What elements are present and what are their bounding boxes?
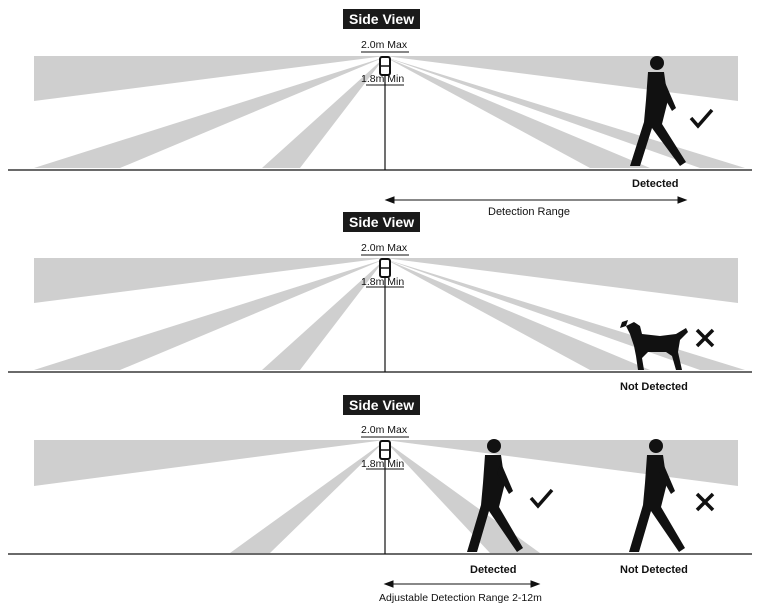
panel-title: Side View [343, 395, 421, 415]
walking-person-icon [630, 56, 686, 166]
sensor-icon [379, 440, 391, 460]
range-label: Adjustable Detection Range 2-12m [379, 592, 542, 604]
status-label: Not Detected [620, 381, 688, 393]
status-label: Detected [470, 564, 517, 576]
panel-title: Side View [343, 9, 421, 29]
double-arrow-icon [384, 196, 688, 204]
walking-person-icon [467, 439, 523, 552]
sensor-icon [379, 56, 391, 76]
range-label: Detection Range [488, 206, 570, 218]
walking-person-icon [629, 439, 685, 552]
detection-beams [34, 258, 745, 370]
checkmark-icon [689, 108, 714, 129]
checkmark-icon [529, 488, 554, 509]
status-label: Detected [632, 178, 679, 190]
min-height-label: 1.8m Min [361, 73, 405, 85]
detection-beams [34, 56, 745, 168]
dog-icon [620, 320, 688, 370]
double-arrow-icon [383, 580, 541, 588]
max-height-label: 2.0m Max [361, 242, 408, 254]
min-height-label: 1.8m Min [361, 458, 405, 470]
panel-title: Side View [343, 212, 421, 232]
cross-icon [695, 492, 715, 512]
max-height-label: 2.0m Max [361, 424, 408, 436]
status-label: Not Detected [620, 564, 688, 576]
max-height-label: 2.0m Max [361, 39, 408, 51]
cross-icon [695, 328, 715, 348]
min-height-label: 1.8m Min [361, 276, 405, 288]
sensor-icon [379, 258, 391, 278]
